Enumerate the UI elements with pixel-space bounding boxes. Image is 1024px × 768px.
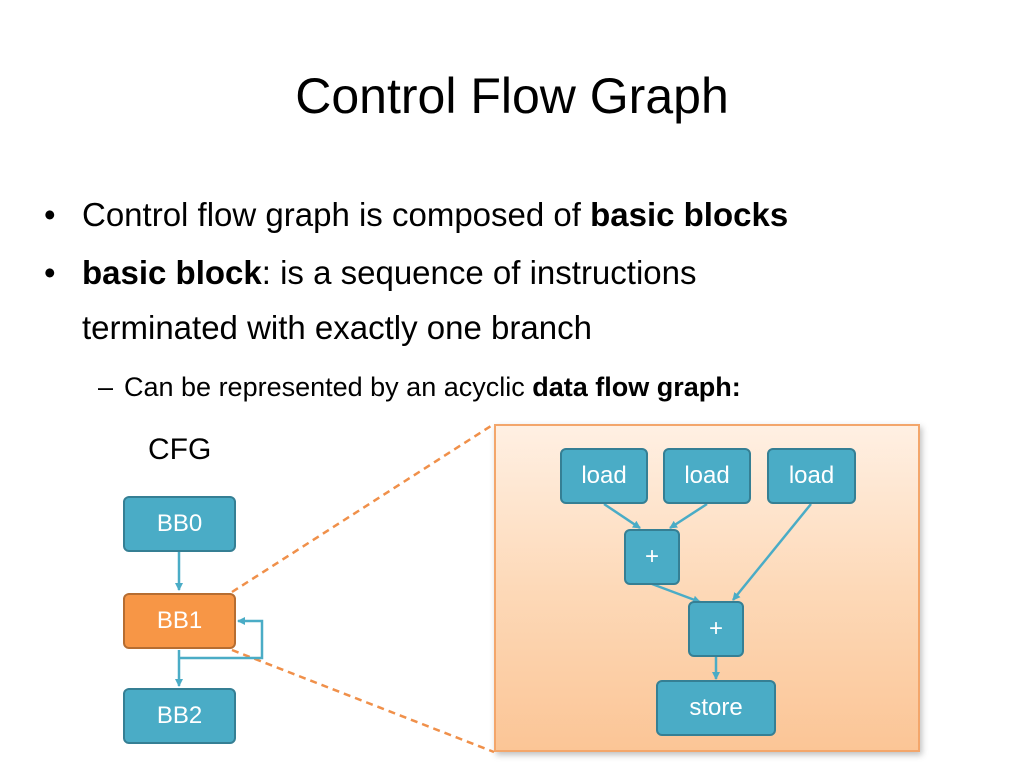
dfg-node-add: + — [688, 601, 744, 657]
sub-bullet-item: – Can be represented by an acyclic data … — [44, 364, 1004, 410]
dfg-node-load: load — [560, 448, 648, 504]
zoom-line-bottom — [231, 648, 495, 754]
edge-load2-add1 — [669, 502, 708, 530]
edge-add1-add2 — [651, 582, 701, 604]
cfg-node-bb2: BB2 — [123, 688, 236, 744]
bullet-dot: • — [44, 254, 56, 291]
dfg-node-load: load — [663, 448, 751, 504]
edge-load3-add2 — [732, 503, 812, 601]
cfg-label: CFG — [148, 433, 212, 466]
bullet-text-continuation: terminated with exactly one branch — [82, 309, 592, 346]
bullet-item: • basic block: is a sequence of instruct… — [44, 244, 1004, 356]
slide-title: Control Flow Graph — [295, 68, 729, 124]
dfg-node-load: load — [767, 448, 856, 504]
bullet-dot: • — [44, 196, 56, 233]
bullet-bold: basic block — [82, 254, 262, 291]
sub-bullet-text: Can be represented by an acyclic — [124, 372, 533, 402]
sub-bullet-bold: data flow graph: — [532, 372, 741, 402]
zoom-line-top — [231, 422, 495, 594]
cfg-node-bb1: BB1 — [123, 593, 236, 649]
sub-bullet-dash: – — [98, 372, 114, 402]
bullet-text: : is a sequence of instructions — [261, 254, 697, 291]
bullet-bold: basic blocks — [590, 196, 789, 233]
bullet-item: • Control flow graph is composed of basi… — [44, 186, 1004, 244]
cfg-node-bb0: BB0 — [123, 496, 236, 552]
edge-load1-add1 — [603, 502, 641, 530]
bullet-list: • Control flow graph is composed of basi… — [44, 186, 1004, 410]
dfg-node-add: + — [624, 529, 680, 585]
bullet-text: Control flow graph is composed of — [82, 196, 591, 233]
edge-bb1-self-loop — [179, 617, 264, 660]
dfg-node-store: store — [656, 680, 776, 736]
